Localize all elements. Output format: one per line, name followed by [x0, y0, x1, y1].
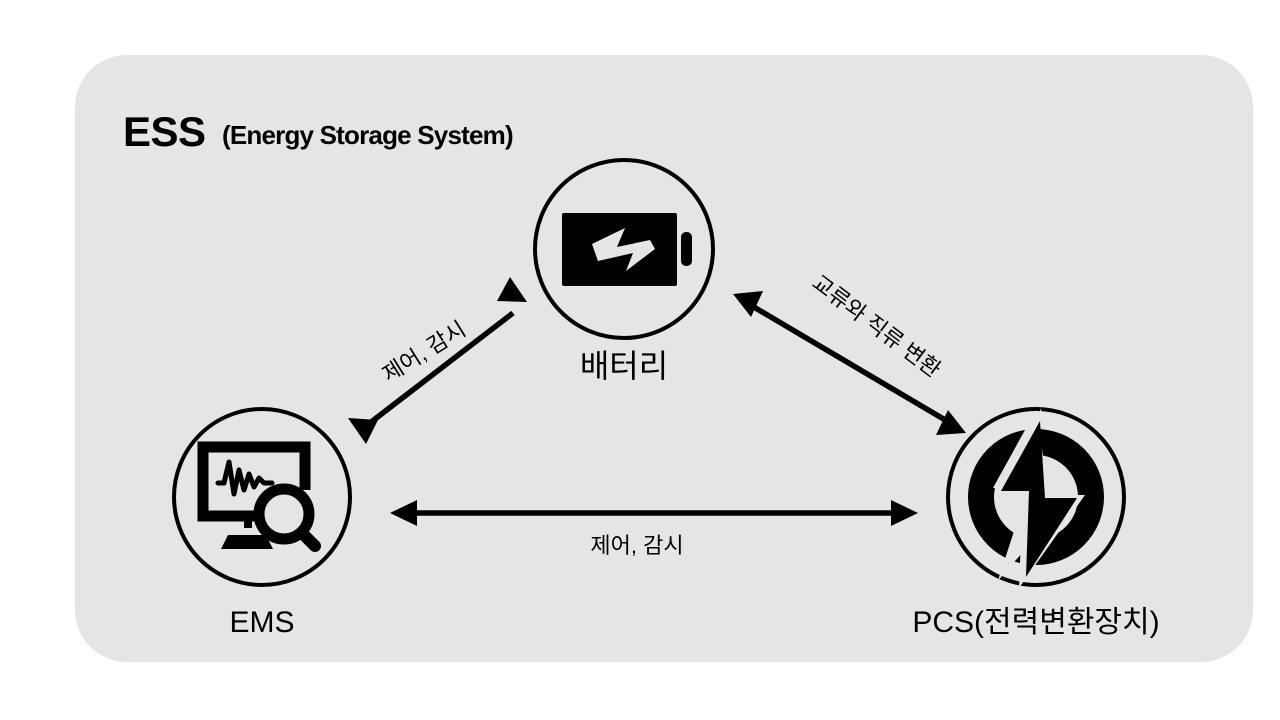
node-ems-circle [172, 407, 352, 587]
monitor-waveform-search-icon [197, 441, 321, 552]
node-pcs[interactable]: PCS(전력변환장치) [912, 407, 1160, 639]
edge-ems-pcs[interactable]: 제어, 감시 [390, 500, 918, 558]
node-ems[interactable]: EMS [172, 407, 352, 639]
node-battery-circle [533, 158, 715, 340]
ess-panel [75, 55, 1253, 662]
power-converter-bolt-icon [968, 408, 1104, 588]
edge-ems-battery-line [360, 310, 515, 432]
node-pcs-circle [946, 407, 1126, 587]
edge-battery-pcs-line [745, 300, 954, 427]
edge-ems-battery-arrowhead-end [497, 277, 527, 302]
edge-ems-pcs-arrowhead-start [390, 500, 417, 526]
node-battery[interactable]: 배터리 [533, 158, 715, 384]
battery-charging-icon [562, 213, 692, 286]
panel-subtitle: (Energy Storage System) [222, 120, 513, 150]
edge-ems-pcs-arrowhead-end [891, 500, 918, 526]
edge-ems-pcs-label: 제어, 감시 [590, 533, 683, 558]
edge-ems-battery-arrowhead-start [348, 418, 378, 444]
node-ems-label: EMS [229, 606, 294, 639]
node-battery-label: 배터리 [580, 348, 668, 384]
node-pcs-label: PCS(전력변환장치) [912, 606, 1159, 639]
panel-title: ESS [123, 108, 206, 155]
edge-battery-pcs-arrowhead-end [936, 410, 966, 435]
edge-battery-pcs-arrowhead-start [733, 291, 763, 317]
